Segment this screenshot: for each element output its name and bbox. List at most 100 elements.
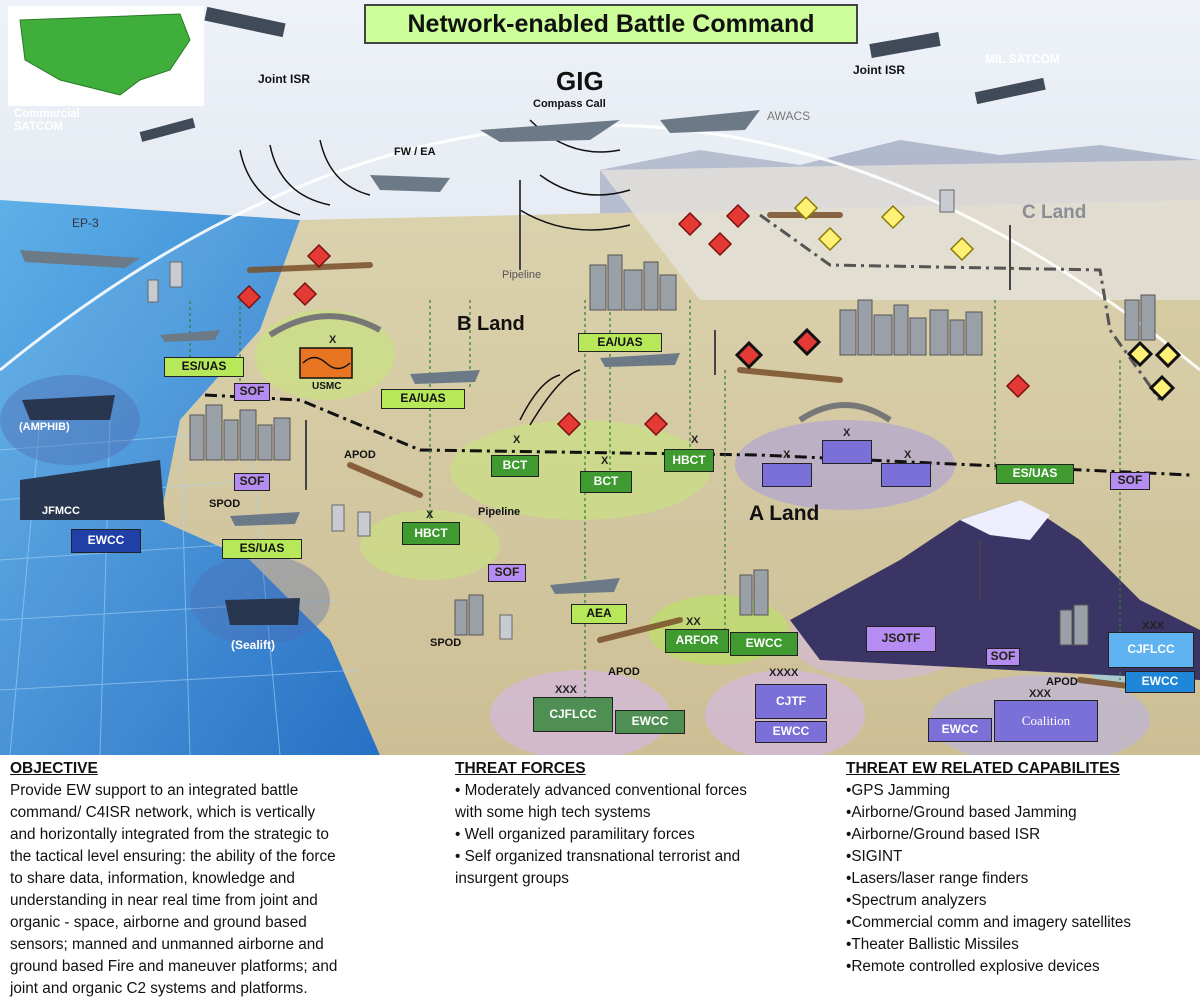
threat-forces-line: • Well organized paramilitary forces [455,826,695,843]
echelon-mark: X [601,455,609,467]
ea-uas-unit: EA/UAS [381,389,465,409]
echelon-mark: XXXX [769,667,799,679]
c-land-label: C Land [1022,202,1087,223]
threat-ew-heading: THREAT EW RELATED CAPABILITES [846,760,1120,777]
echelon-mark: XXX [1029,688,1052,700]
threat-forces-line: • Self organized transnational terrorist… [455,848,741,865]
amphib-label: (AMPHIB) [19,421,70,433]
threat-ew-item: Lasers/laser range finders [846,868,1198,890]
es-uas-unit: ES/UAS [996,464,1074,484]
threat-forces-heading: THREAT FORCES [455,760,586,777]
cjflcc-unit: CJFLCC [1108,632,1194,668]
threat-ew-item: SIGINT [846,846,1198,868]
unit-symbol [762,463,812,487]
pipeline-mid-label: Pipeline [478,506,521,518]
sof-unit: SOF [1110,472,1150,490]
joint-isr-left-label: Joint ISR [258,72,311,86]
sof-unit: SOF [234,473,270,491]
threat-ew-item: Remote controlled explosive devices [846,956,1198,978]
ewcc-unit: EWCC [730,632,798,656]
commercial-satcom-label: Commercial SATCOM [14,108,80,133]
objective-line: organic - space, airborne and ground bas… [10,914,307,931]
ep3-label: EP-3 [72,216,99,230]
threat-ew-section: THREAT EW RELATED CAPABILITES GPS Jammin… [846,758,1198,978]
echelon-mark: XXX [1142,620,1165,632]
objective-line: ground based Fire and maneuver platforms… [10,958,338,975]
ewcc-unit: EWCC [928,718,992,742]
es-uas-unit: ES/UAS [222,539,302,559]
arfor-unit: ARFOR [665,629,729,653]
a-land-label: A Land [749,502,820,525]
ea-uas-unit: EA/UAS [578,333,662,352]
scene-background [0,0,1200,755]
objective-line: and horizontally integrated from the str… [10,826,329,843]
hbct-unit: HBCT [664,449,714,472]
apod-mid-label: APOD [608,666,640,678]
sealift-label: (Sealift) [231,638,276,652]
echelon-mark: X [904,449,912,461]
threat-ew-item: Commercial comm and imagery satellites [846,912,1198,934]
gig-label: GIG [556,66,604,96]
objective-line: joint and organic C2 systems and platfor… [10,980,308,997]
pipeline-top-label: Pipeline [502,269,542,281]
joint-isr-right-label: Joint ISR [853,63,906,77]
diagram-title: Network-enabled Battle Command [364,4,858,44]
apod-right-label: APOD [1046,676,1078,688]
threat-forces-section: THREAT FORCES • Moderately advanced conv… [455,758,825,890]
cjtf-unit: CJTF [755,684,827,719]
unit-symbol [822,440,872,464]
awacs-label: AWACS [767,109,811,123]
threat-ew-list: GPS Jamming Airborne/Ground based Jammin… [846,780,1198,978]
ewcc-unit: EWCC [615,710,685,734]
threat-ew-item: GPS Jamming [846,780,1198,802]
objective-line: Provide EW support to an integrated batt… [10,782,299,799]
objective-line: command/ C4ISR network, which is vertica… [10,804,316,821]
threat-ew-item: Airborne/Ground based Jamming [846,802,1198,824]
echelon-mark: X [843,427,851,439]
es-uas-unit: ES/UAS [164,357,244,377]
unit-symbol [881,463,931,487]
coalition-unit: Coalition [994,700,1098,742]
fw-ea-label: FW / EA [394,146,436,158]
threat-forces-line: with some high tech systems [455,804,651,821]
apod-left-label: APOD [344,449,376,461]
sof-unit: SOF [986,648,1020,666]
bct-unit: BCT [491,455,539,477]
threat-forces-line: insurgent groups [455,870,569,887]
spod-left-label: SPOD [209,498,241,510]
echelon-mark: XX [686,616,701,628]
threat-forces-line: • Moderately advanced conventional force… [455,782,747,799]
objective-line: to share data, information, knowledge an… [10,870,295,887]
echelon-mark: X [329,334,337,346]
echelon-mark: X [691,434,699,446]
bct-unit: BCT [580,471,632,493]
ewcc-unit: EWCC [1125,671,1195,693]
echelon-mark: X [426,509,434,521]
objective-heading: OBJECTIVE [10,760,98,777]
echelon-mark: X [783,449,791,461]
spod-mid-label: SPOD [430,637,462,649]
threat-ew-item: Airborne/Ground based ISR [846,824,1198,846]
objective-line: the tactical level ensuring: the ability… [10,848,336,865]
jsotf-unit: JSOTF [866,626,936,652]
echelon-mark: X [513,434,521,446]
sof-unit: SOF [234,383,270,401]
b-land-label: B Land [457,313,525,335]
battle-scene: Network-enabled Battle Command GIG Comme… [0,0,1200,755]
hbct-unit: HBCT [402,522,460,545]
cjflcc-unit: CJFLCC [533,697,613,732]
usmc-label: USMC [312,381,342,392]
threat-ew-item: Theater Ballistic Missiles [846,934,1198,956]
jfmcc-label: JFMCC [42,505,80,517]
objective-line: sensors; manned and unmanned airborne an… [10,936,324,953]
ewcc-unit: EWCC [71,529,141,553]
objective-section: OBJECTIVE Provide EW support to an integ… [10,758,430,1000]
objective-line: understanding in near real time from joi… [10,892,318,909]
aea-unit: AEA [571,604,627,624]
threat-ew-item: Spectrum analyzers [846,890,1198,912]
sof-unit: SOF [488,564,526,582]
mil-satcom-label: MIL SATCOM [985,52,1060,66]
echelon-mark: XXX [555,684,578,696]
compass-call-label: Compass Call [533,98,606,110]
ewcc-unit: EWCC [755,721,827,743]
